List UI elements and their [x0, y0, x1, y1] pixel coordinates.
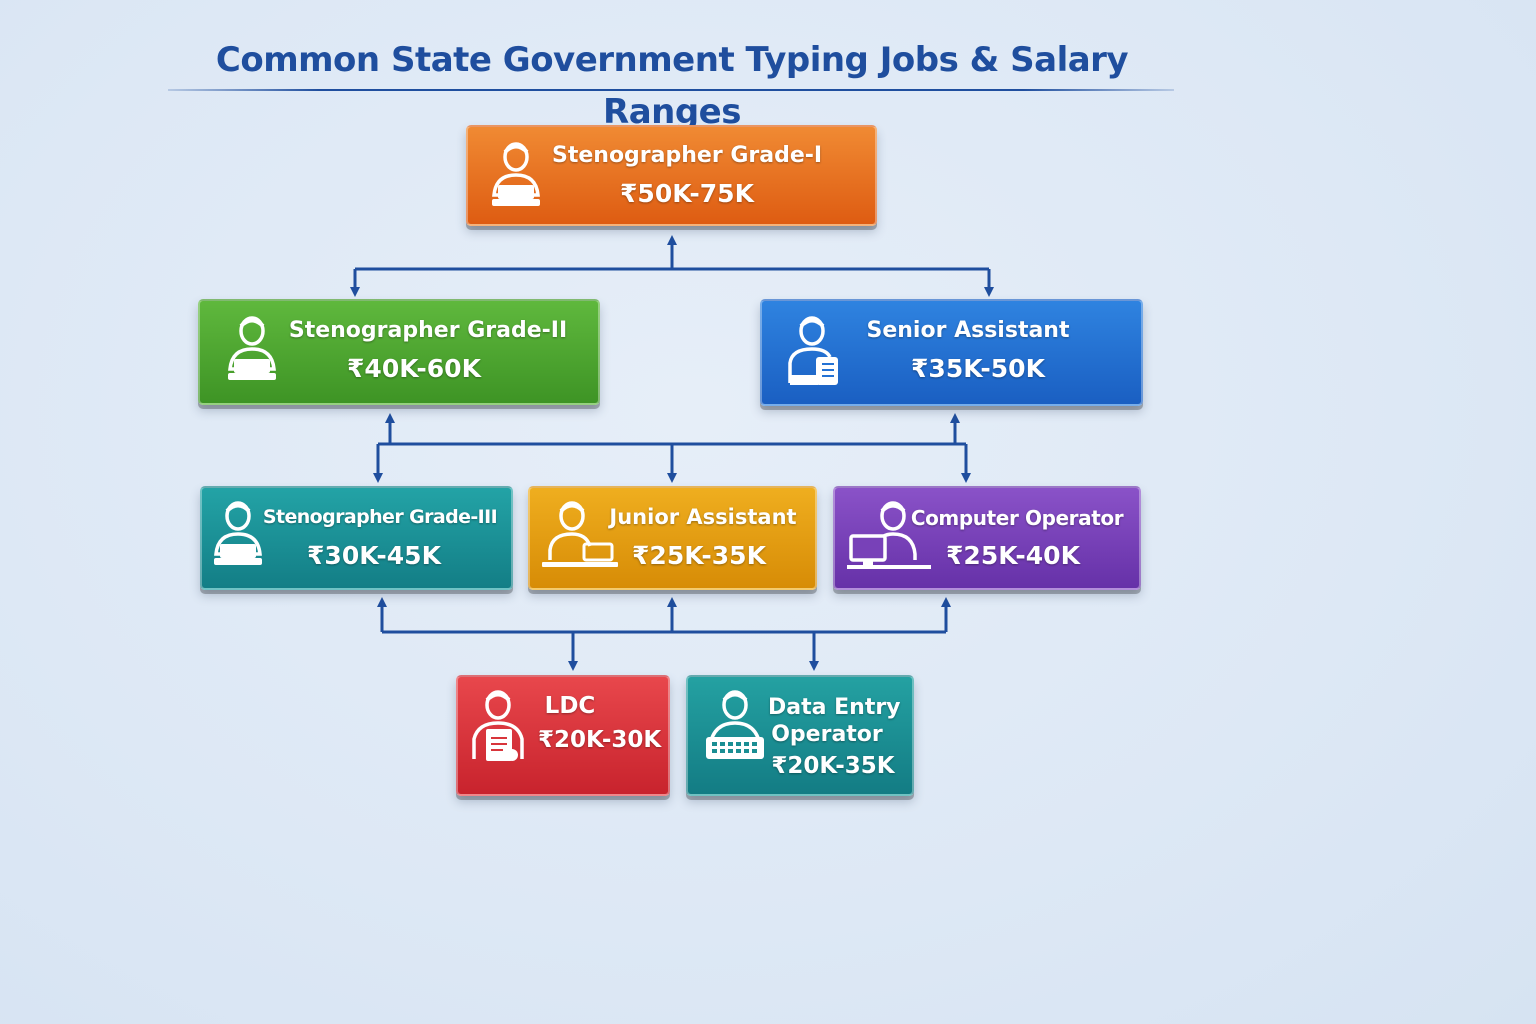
job-title: LDC — [544, 693, 596, 719]
job-title: Stenographer Grade-II — [288, 318, 568, 343]
job-box-stenographer-grade-2: Stenographer Grade-II ₹40K-60K — [198, 299, 600, 405]
laptop-person-icon — [542, 501, 618, 567]
job-salary: ₹25K-35K — [632, 541, 766, 570]
job-salary: ₹50K-75K — [620, 179, 754, 208]
job-title: Computer Operator — [910, 506, 1124, 530]
job-title: Senior Assistant — [866, 318, 1070, 343]
job-title-line-2: Operator — [771, 722, 883, 747]
job-box-senior-assistant: Senior Assistant ₹35K-50K — [760, 299, 1143, 406]
job-box-computer-operator: Computer Operator ₹25K-40K — [833, 486, 1141, 590]
title-underline — [168, 89, 1174, 91]
job-box-ldc: LDC ₹20K-30K — [456, 675, 670, 796]
job-box-junior-assistant: Junior Assistant ₹25K-35K — [528, 486, 817, 590]
job-title-line-1: Data Entry — [768, 695, 901, 720]
clipboard-person-icon — [788, 316, 838, 385]
keyboard-person-icon — [706, 690, 764, 759]
page-title: Common State Government Typing Jobs & Sa… — [215, 40, 1129, 132]
job-salary: ₹35K-50K — [911, 354, 1045, 383]
typist-icon — [492, 142, 540, 206]
job-salary: ₹20K-35K — [771, 753, 895, 779]
computer-person-icon — [847, 501, 931, 569]
typist-icon — [228, 316, 276, 380]
job-salary: ₹25K-40K — [946, 541, 1080, 570]
job-salary: ₹20K-30K — [538, 727, 662, 753]
typist-icon — [214, 501, 262, 565]
job-box-stenographer-grade-1: Stenographer Grade-I ₹50K-75K — [466, 125, 877, 226]
job-salary: ₹30K-45K — [307, 541, 441, 570]
job-box-data-entry-operator: Data Entry Operator ₹20K-35K — [686, 675, 914, 796]
job-salary: ₹40K-60K — [347, 354, 481, 383]
document-person-icon — [472, 690, 524, 761]
job-box-stenographer-grade-3: Stenographer Grade-III ₹30K-45K — [200, 486, 513, 590]
job-title: Junior Assistant — [609, 505, 797, 529]
job-title: Stenographer Grade-I — [552, 143, 823, 168]
job-title: Stenographer Grade-III — [262, 506, 498, 528]
